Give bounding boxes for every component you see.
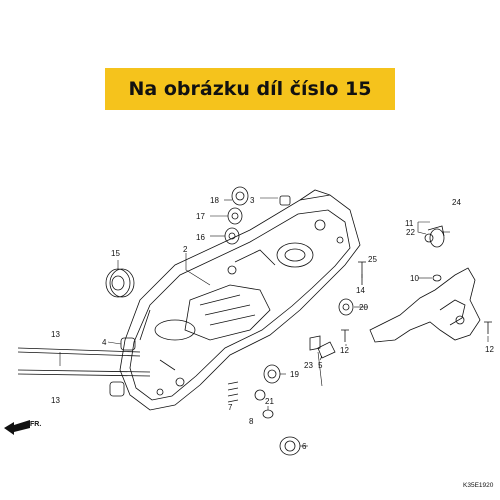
part-label-15: 15 <box>111 249 120 258</box>
part-label-14: 14 <box>356 286 365 295</box>
drawing-code: K35E1920 <box>463 482 494 489</box>
bearing-15 <box>105 268 135 298</box>
part-label-2: 2 <box>183 245 188 254</box>
part-label-23: 23 <box>304 361 313 370</box>
part-label-12-right: 12 <box>485 345 494 354</box>
bearing-stack <box>224 186 249 245</box>
banner-text: Na obrázku díl číslo 15 <box>128 78 372 100</box>
part-label-10: 10 <box>410 274 419 283</box>
front-direction-arrow: FR. <box>4 420 41 435</box>
part-label-21: 21 <box>265 397 274 406</box>
part-label-12-left: 12 <box>340 346 349 355</box>
part-label-18: 18 <box>210 196 219 205</box>
part-label-24: 24 <box>452 198 461 207</box>
part-label-3: 3 <box>250 196 255 205</box>
part-label-17: 17 <box>196 212 205 221</box>
part-label-8: 8 <box>249 417 254 426</box>
part-label-6: 6 <box>302 442 307 451</box>
part-number-banner: Na obrázku díl číslo 15 <box>105 68 395 110</box>
part-label-4: 4 <box>102 338 107 347</box>
part-label-7: 7 <box>228 403 233 412</box>
part-label-16: 16 <box>196 233 205 242</box>
part-label-25: 25 <box>368 255 377 264</box>
direction-label: FR. <box>30 421 41 428</box>
part-label-13-upper: 13 <box>51 330 60 339</box>
part-label-11: 11 <box>405 219 414 228</box>
part-labels: 2 3 4 5 6 7 8 10 11 12 12 13 13 14 15 16… <box>51 196 494 451</box>
part-label-19: 19 <box>290 370 299 379</box>
part-label-22: 22 <box>406 228 415 237</box>
part-label-13-lower: 13 <box>51 396 60 405</box>
leader-lines <box>59 197 489 447</box>
long-stud-bolts <box>17 347 151 377</box>
part-label-5: 5 <box>318 361 323 370</box>
small-parts <box>109 195 492 456</box>
crankcase-housing <box>119 189 361 411</box>
side-cover-plate <box>369 267 481 343</box>
part-label-20: 20 <box>359 303 368 312</box>
